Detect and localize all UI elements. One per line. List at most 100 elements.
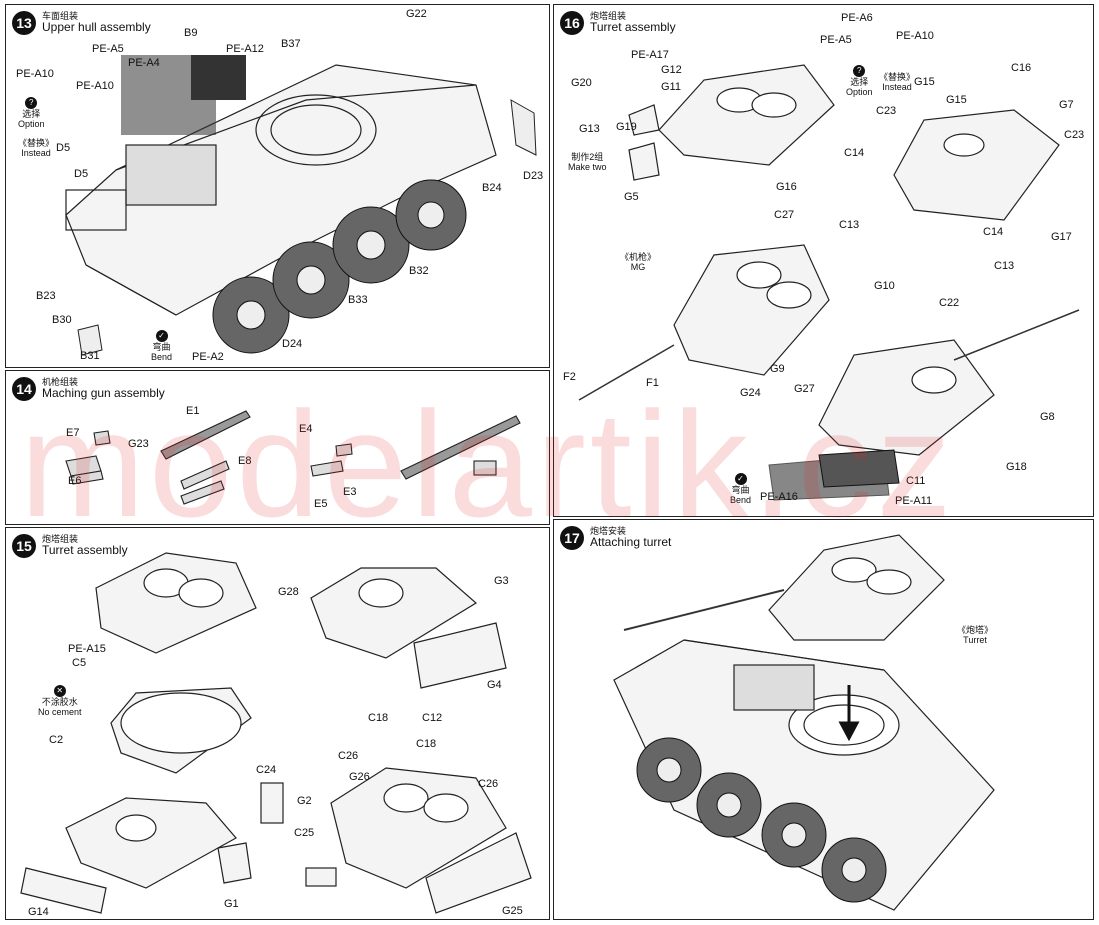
label-g7: G7 <box>1059 99 1074 111</box>
label-e4: E4 <box>299 423 313 435</box>
label-g15-b: G15 <box>946 94 967 106</box>
step-title-en: Turret assembly <box>42 543 128 558</box>
label-pe-a15: PE-A15 <box>68 643 106 655</box>
label-g15-a: G15 <box>914 76 935 88</box>
label-c11: C11 <box>906 475 926 487</box>
label-pe-a10: PE-A10 <box>16 68 54 80</box>
label-b32: B32 <box>409 265 429 277</box>
turret-note: 《炮塔》 Turret <box>957 625 994 645</box>
label-e3: E3 <box>343 486 357 498</box>
label-g19: G19 <box>616 121 637 133</box>
label-g13: G13 <box>579 123 600 135</box>
step-13-panel: 13 车面组装 Upper hull assembly <box>5 4 550 368</box>
label-g18: G18 <box>1006 461 1027 473</box>
label-f2: F2 <box>563 371 576 383</box>
label-pe-a5: PE-A5 <box>820 34 852 46</box>
mg-note: 《机枪》 MG <box>620 252 657 272</box>
step-15-header: 15 炮塔组装 Turret assembly <box>12 534 128 558</box>
label-g22: G22 <box>406 8 427 20</box>
label-b33: B33 <box>348 294 368 306</box>
turret-assembly-drawing <box>20 552 532 914</box>
label-c23-a: C23 <box>876 105 897 117</box>
label-d5-a: D5 <box>56 142 71 154</box>
label-c22: C22 <box>939 297 960 309</box>
step-title-en: Maching gun assembly <box>42 386 165 401</box>
label-c26-a: C26 <box>338 750 359 762</box>
label-g26: G26 <box>349 771 370 783</box>
label-e5: E5 <box>314 498 328 510</box>
label-g5: G5 <box>624 191 639 203</box>
option-icon: ? <box>25 97 38 109</box>
label-g8: G8 <box>1040 411 1055 423</box>
option-note: ? 选择 Option <box>846 65 873 97</box>
label-g23: G23 <box>128 438 149 450</box>
no-cement-note: ✕ 不涂胶水 No cement <box>38 685 82 717</box>
step-17-header: 17 炮塔安装 Attaching turret <box>560 526 671 550</box>
label-pe-a10: PE-A10 <box>896 30 934 42</box>
label-b23: B23 <box>36 290 56 302</box>
step-14-panel: 14 机枪组装 Maching gun assembly E1 E7 G23 E… <box>5 370 550 525</box>
step-16-panel: 16 炮塔组装 Turret assembly P <box>553 4 1094 517</box>
label-b31: B31 <box>80 350 100 362</box>
machine-gun-drawing <box>65 410 521 505</box>
attaching-turret-drawing <box>613 534 995 911</box>
label-c14-a: C14 <box>844 147 865 159</box>
step-number: 13 <box>12 11 36 35</box>
step-16-header: 16 炮塔组装 Turret assembly <box>560 11 676 35</box>
turret-detail-drawing <box>578 64 1080 501</box>
option-note: ? 选择 Option <box>18 97 45 129</box>
label-b30: B30 <box>52 314 72 326</box>
label-g2: G2 <box>297 795 312 807</box>
step-title-cn: 炮塔安装 <box>590 526 627 536</box>
label-e1: E1 <box>186 405 200 417</box>
label-g4: G4 <box>487 679 502 691</box>
label-g28: G28 <box>278 586 299 598</box>
no-cement-icon: ✕ <box>53 685 66 697</box>
label-g17: G17 <box>1051 231 1072 243</box>
label-g9: G9 <box>770 363 785 375</box>
label-c18-b: C18 <box>416 738 437 750</box>
label-f1: F1 <box>646 377 659 389</box>
label-c12: C12 <box>422 712 443 724</box>
label-pe-a4: PE-A4 <box>128 57 160 69</box>
label-pe-a10-b: PE-A10 <box>76 80 114 92</box>
label-e7: E7 <box>66 427 80 439</box>
label-g3: G3 <box>494 575 509 587</box>
step-number: 16 <box>560 11 584 35</box>
label-pe-a16: PE-A16 <box>760 491 798 503</box>
step-title-cn: 炮塔组装 <box>590 11 627 21</box>
label-c13-b: C13 <box>994 260 1015 272</box>
label-pe-a11: PE-A11 <box>895 495 933 507</box>
label-d5-b: D5 <box>74 168 89 180</box>
label-g14: G14 <box>28 906 49 918</box>
label-pe-a5: PE-A5 <box>92 43 124 55</box>
label-g1: G1 <box>224 898 239 910</box>
instead-note: 《替换》 Instead <box>18 138 55 158</box>
label-c24: C24 <box>256 764 277 776</box>
step-title-en: Turret assembly <box>590 20 676 35</box>
label-c26-b: C26 <box>478 778 499 790</box>
bend-note: ✓ 弯曲 Bend <box>730 473 752 505</box>
label-c25: C25 <box>294 827 315 839</box>
label-c23-b: C23 <box>1064 129 1085 141</box>
label-d23: D23 <box>523 170 544 182</box>
step-title-cn: 机枪组装 <box>42 377 79 387</box>
label-g10: G10 <box>874 280 895 292</box>
step-14-header: 14 机枪组装 Maching gun assembly <box>12 377 165 401</box>
bend-icon: ✓ <box>155 330 168 342</box>
label-g16: G16 <box>776 181 797 193</box>
option-icon: ? <box>853 65 866 77</box>
step-number: 17 <box>560 526 584 550</box>
label-e6: E6 <box>68 475 82 487</box>
step-number: 14 <box>12 377 36 401</box>
step-17-panel: 17 炮塔安装 Attaching turret <box>553 519 1094 920</box>
label-c16: C16 <box>1011 62 1032 74</box>
label-g12: G12 <box>661 64 682 76</box>
label-g20: G20 <box>571 77 592 89</box>
label-c5: C5 <box>72 657 87 669</box>
label-c18-a: C18 <box>368 712 389 724</box>
step-15-panel: 15 炮塔组装 Turret assembly G28 P <box>5 527 550 920</box>
label-b9: B9 <box>184 27 198 39</box>
label-pe-a2: PE-A2 <box>192 351 224 363</box>
label-b24: B24 <box>482 182 502 194</box>
